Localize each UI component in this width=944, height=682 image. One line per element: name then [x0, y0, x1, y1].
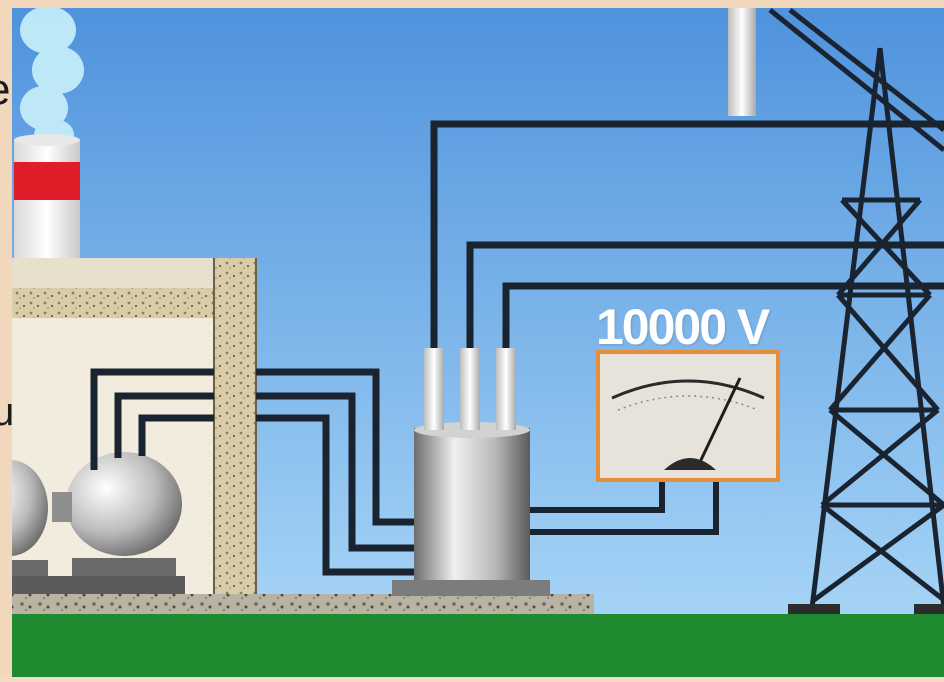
transmission-lines: [430, 120, 944, 348]
steam-plume: [20, 6, 84, 151]
pylon-icon: [768, 8, 944, 609]
generator-icon: [0, 452, 185, 596]
slide-frame-top: [0, 0, 944, 8]
pylon-footing: [914, 604, 944, 614]
feed-wires: [256, 368, 414, 576]
slide-frame-left: [0, 0, 12, 677]
generator-wires: [90, 368, 214, 470]
pylon-footing: [788, 604, 840, 614]
edge-glyph-top: e: [0, 68, 10, 112]
smokestack-icon: [14, 134, 80, 270]
edge-glyph-mid: u: [0, 390, 15, 434]
insulator-icon: [424, 348, 516, 430]
suspension-insulator-icon: [728, 8, 756, 116]
ground: [10, 614, 944, 677]
transformer-icon: [392, 348, 550, 596]
gravel-bed: [10, 594, 594, 616]
meter-wires: [530, 470, 719, 535]
voltmeter-icon: [596, 350, 780, 482]
voltage-reading: 10000 V: [596, 299, 770, 355]
